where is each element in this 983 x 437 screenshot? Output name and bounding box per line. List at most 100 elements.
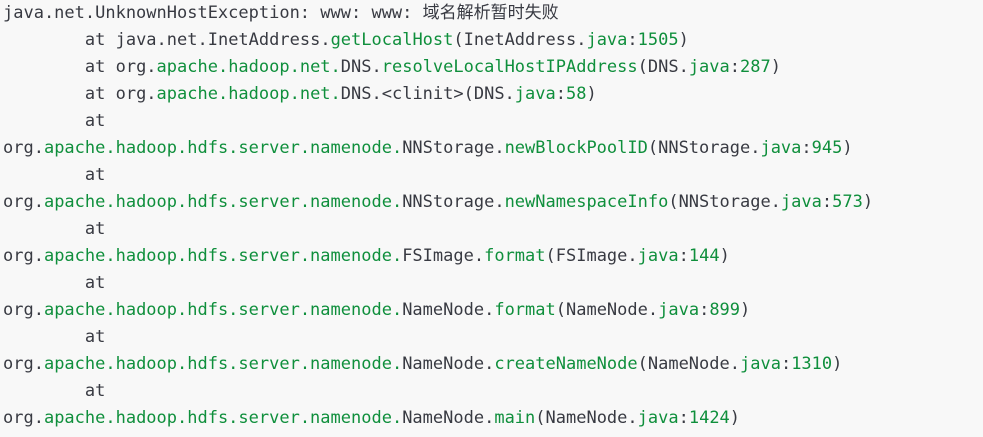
code-token: apache.hadoop.hdfs.server.namenode. (43, 300, 403, 320)
code-token: : (678, 408, 689, 428)
code-token: org. (3, 192, 44, 212)
code-token: ) (740, 300, 751, 320)
code-token: (InetAddress. (453, 30, 587, 50)
code-token: org. (115, 84, 157, 104)
code-token: 287 (740, 57, 771, 77)
code-token: java.net. (115, 30, 208, 50)
code-token: org. (3, 408, 44, 428)
code-token: apache.hadoop.hdfs.server.namenode. (43, 408, 403, 428)
code-token: at (3, 381, 106, 401)
code-token: . (320, 30, 331, 50)
code-token: apache.hadoop.hdfs.server.namenode. (43, 246, 403, 266)
code-line: at (3, 108, 983, 135)
code-token: at (3, 165, 106, 185)
code-token: 573 (832, 192, 863, 212)
code-token: apache.hadoop.net. (156, 84, 341, 104)
code-line: at (3, 378, 983, 405)
code-token: : (555, 84, 566, 104)
code-token: apache.hadoop.hdfs.server.namenode. (43, 192, 403, 212)
code-token: . (484, 354, 495, 374)
code-token: NameNode (402, 354, 485, 374)
code-token: at (3, 111, 106, 131)
code-token: java.net.UnknownHostException: www: www:… (3, 3, 559, 23)
code-token: . (484, 408, 495, 428)
code-token: apache.hadoop.hdfs.server.namenode. (43, 138, 403, 158)
code-token: . (494, 192, 505, 212)
code-token: : (780, 354, 792, 374)
code-token: DNS (340, 84, 372, 104)
code-token: (DNS. (637, 57, 689, 77)
code-line: org.apache.hadoop.hdfs.server.namenode.N… (3, 351, 983, 378)
code-token: FSImage (402, 246, 474, 266)
code-token: (NNStorage. (668, 192, 781, 212)
code-token: getLocalHost (330, 30, 454, 50)
code-token: org. (3, 246, 44, 266)
code-token: format (494, 300, 556, 320)
code-token: java (760, 138, 802, 158)
code-token: . (371, 57, 382, 77)
code-token: at (3, 57, 116, 77)
code-token: resolveLocalHostIPAddress (381, 57, 638, 77)
code-token: java (780, 192, 822, 212)
code-token: 1424 (688, 408, 730, 428)
code-token: : (821, 192, 833, 212)
code-token: apache.hadoop.net. (156, 57, 341, 77)
code-token: NNStorage (402, 192, 495, 212)
code-token: . (494, 138, 505, 158)
code-token: apache.hadoop.hdfs.server.namenode. (43, 354, 403, 374)
code-line: org.apache.hadoop.hdfs.server.namenode.N… (3, 405, 983, 432)
code-line: org.apache.hadoop.hdfs.server.namenode.N… (3, 189, 983, 216)
code-token: java (514, 84, 556, 104)
code-line: org.apache.hadoop.hdfs.server.namenode.F… (3, 243, 983, 270)
code-token: newBlockPoolID (504, 138, 648, 158)
code-token: main (494, 408, 536, 428)
code-token: ) (729, 408, 741, 428)
code-token: org. (3, 354, 44, 374)
code-token: DNS (340, 57, 372, 77)
code-token: java (637, 408, 679, 428)
code-token: 58 (566, 84, 587, 104)
code-token: ) (842, 138, 853, 158)
code-token: ) (770, 57, 781, 77)
code-token: at (3, 30, 116, 50)
code-token: at (3, 327, 106, 347)
code-token: (FSImage. (545, 246, 638, 266)
code-line: java.net.UnknownHostException: www: www:… (3, 0, 983, 27)
code-token: .<clinit>(DNS. (371, 84, 515, 104)
code-token: org. (115, 57, 157, 77)
code-token: NameNode (402, 408, 485, 428)
code-token: 945 (811, 138, 843, 158)
code-token: org. (3, 138, 44, 158)
code-token: : (678, 246, 689, 266)
code-token: . (473, 246, 485, 266)
code-line: org.apache.hadoop.hdfs.server.namenode.N… (3, 297, 983, 324)
code-token: 1310 (791, 354, 833, 374)
code-token: (NameNode. (637, 354, 740, 374)
code-token: org. (3, 300, 44, 320)
code-token: java (688, 57, 730, 77)
code-token: : (699, 300, 710, 320)
code-token: newNamespaceInfo (504, 192, 669, 212)
code-token: ) (832, 354, 843, 374)
code-line: at (3, 324, 983, 351)
code-line: at org.apache.hadoop.net.DNS.resolveLoca… (3, 54, 983, 81)
code-token: . (484, 300, 495, 320)
code-token: ) (862, 192, 874, 212)
code-token: java (739, 354, 781, 374)
code-token: java (637, 246, 679, 266)
code-token: java (658, 300, 700, 320)
code-token: at (3, 219, 106, 239)
code-token: 899 (709, 300, 741, 320)
code-token: java (586, 30, 628, 50)
code-token: ) (719, 246, 730, 266)
code-line: at (3, 162, 983, 189)
code-line: at java.net.InetAddress.getLocalHost(Ine… (3, 27, 983, 54)
code-line: at (3, 270, 983, 297)
code-token: createNameNode (494, 354, 638, 374)
code-token: : (801, 138, 812, 158)
code-token: : (627, 30, 638, 50)
code-token: 144 (688, 246, 720, 266)
code-token: at (3, 273, 106, 293)
code-token: ) (586, 84, 597, 104)
